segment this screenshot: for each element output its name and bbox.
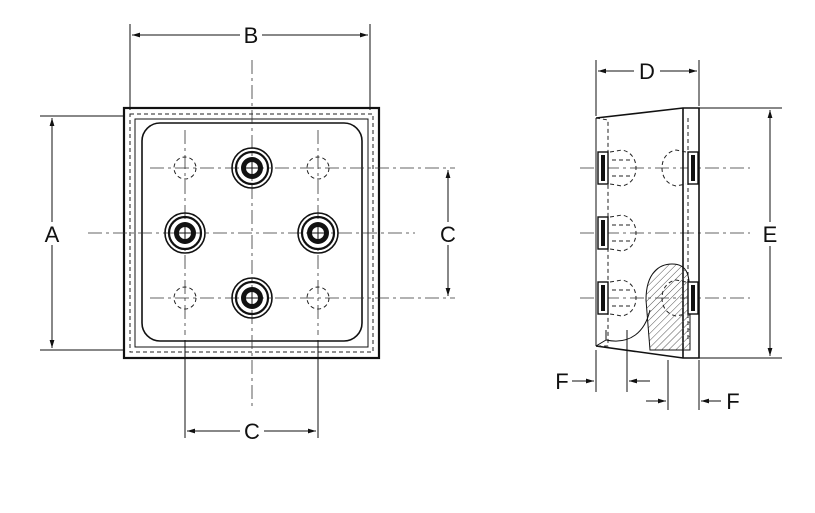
front-flange-hidden-edge: [129, 113, 374, 353]
bolt-top-icon: [231, 147, 273, 189]
side-body-outline: [595, 107, 700, 359]
side-view: D E F F: [555, 59, 782, 414]
dimension-A: A: [40, 115, 124, 351]
label-F-right: F: [726, 389, 739, 414]
dimension-F-right: F: [646, 360, 740, 414]
dimension-E: E: [699, 107, 782, 359]
label-D: D: [639, 59, 655, 84]
label-E: E: [763, 222, 778, 247]
label-C-horizontal: C: [244, 419, 260, 444]
dimension-B: B: [129, 23, 371, 110]
label-C-vertical: C: [440, 222, 456, 247]
hole-bottom-right-icon: [306, 286, 330, 310]
front-centerlines: [88, 60, 455, 408]
dimension-F-left: F: [555, 330, 650, 394]
label-A: A: [45, 222, 60, 247]
dimension-D: D: [595, 59, 700, 116]
side-bolts-right: [661, 149, 699, 317]
bolt-bottom-icon: [231, 277, 273, 319]
corner-holes: [173, 156, 330, 310]
hole-bottom-left-icon: [173, 286, 197, 310]
dimension-C-vertical: C: [440, 170, 456, 296]
label-F-left: F: [555, 369, 568, 394]
bolt-right-icon: [297, 212, 339, 254]
side-bolts-left: [597, 149, 637, 317]
hole-top-left-icon: [173, 156, 197, 180]
front-view: B A C C: [40, 23, 456, 444]
hole-top-right-icon: [306, 156, 330, 180]
bolt-left-icon: [164, 212, 206, 254]
bolts: [164, 147, 339, 319]
label-B: B: [244, 23, 259, 48]
side-section-hatch: [645, 263, 691, 351]
dimension-C-horizontal: C: [184, 340, 319, 444]
